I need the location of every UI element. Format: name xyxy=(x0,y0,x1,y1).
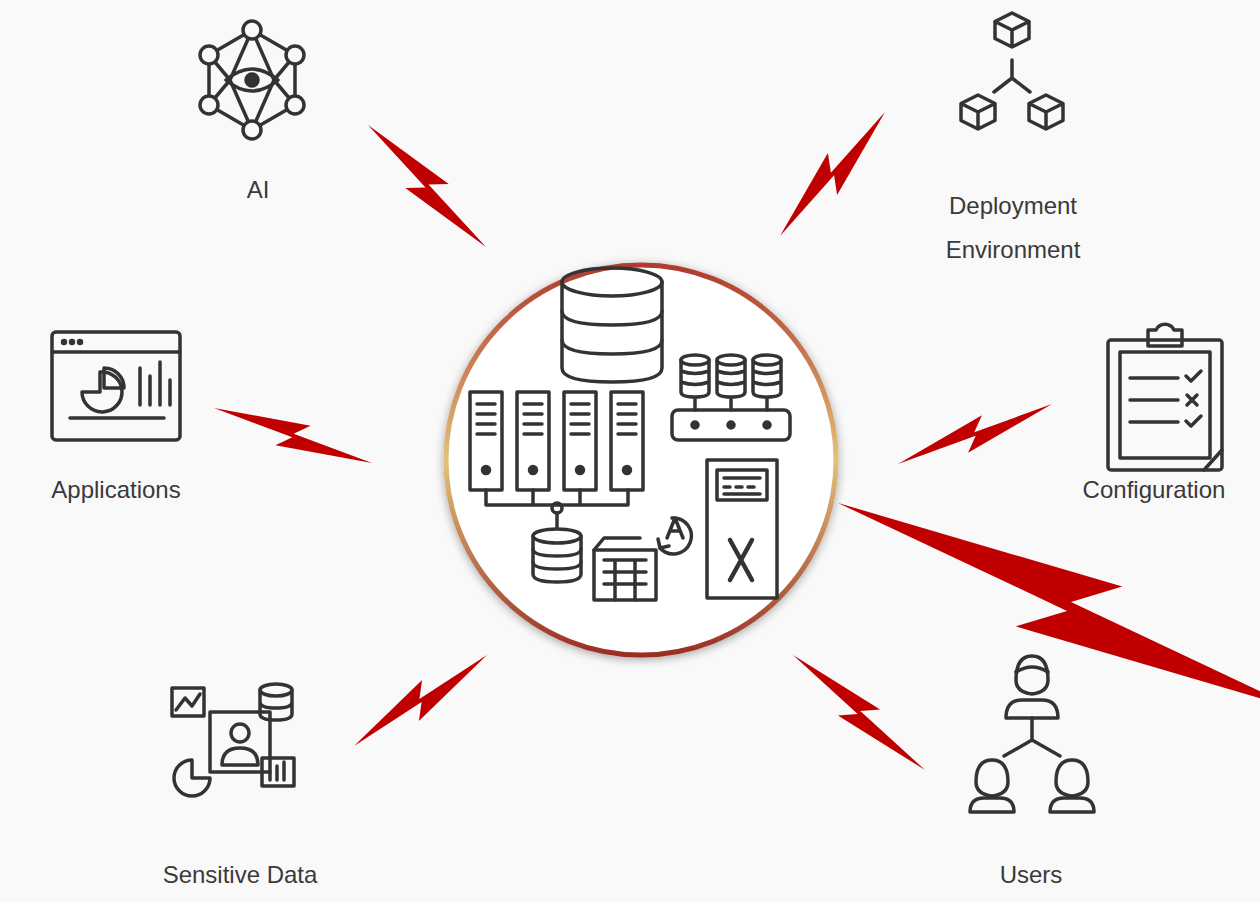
category-label: AI xyxy=(245,168,272,212)
lightning-bolt xyxy=(838,503,1260,710)
category-label: Configuration xyxy=(1081,468,1228,512)
category-label: Users xyxy=(998,853,1065,897)
sensitive-data-icon xyxy=(172,684,294,796)
applications-icon xyxy=(52,332,180,440)
users-icon xyxy=(970,656,1094,812)
db-icon xyxy=(717,355,745,365)
db-body xyxy=(753,360,781,410)
server-lines xyxy=(618,404,636,434)
server-lines xyxy=(477,404,495,434)
lightning-bolts xyxy=(214,112,1260,770)
server-led xyxy=(530,467,537,474)
server-icon xyxy=(611,392,643,490)
server-led xyxy=(577,467,584,474)
db-body xyxy=(681,360,709,410)
lightning-bolt xyxy=(214,408,372,463)
db-icon xyxy=(681,355,709,365)
ai-icon xyxy=(200,21,304,139)
category-label: Applications xyxy=(49,468,183,512)
db-icon xyxy=(753,355,781,365)
db-body xyxy=(717,360,745,410)
server-lines xyxy=(571,404,589,434)
category-label: Deployment Environment xyxy=(944,184,1083,272)
lightning-bolt xyxy=(793,655,925,770)
server-icon xyxy=(564,392,596,490)
database-hub xyxy=(446,265,836,655)
cube-icon xyxy=(961,95,995,129)
server-led xyxy=(483,467,490,474)
server-led xyxy=(624,467,631,474)
server-icon xyxy=(517,392,549,490)
lightning-bolt xyxy=(354,655,487,746)
lightning-bolt xyxy=(368,125,486,247)
cube-icon xyxy=(995,13,1029,47)
deployment-icon xyxy=(961,13,1063,129)
category-label: Sensitive Data xyxy=(161,853,320,897)
lightning-bolt xyxy=(898,404,1052,464)
cube-icon xyxy=(1029,95,1063,129)
lightning-bolt xyxy=(780,112,885,236)
server-lines xyxy=(524,404,542,434)
server-icon xyxy=(470,392,502,490)
configuration-icon xyxy=(1108,324,1222,470)
